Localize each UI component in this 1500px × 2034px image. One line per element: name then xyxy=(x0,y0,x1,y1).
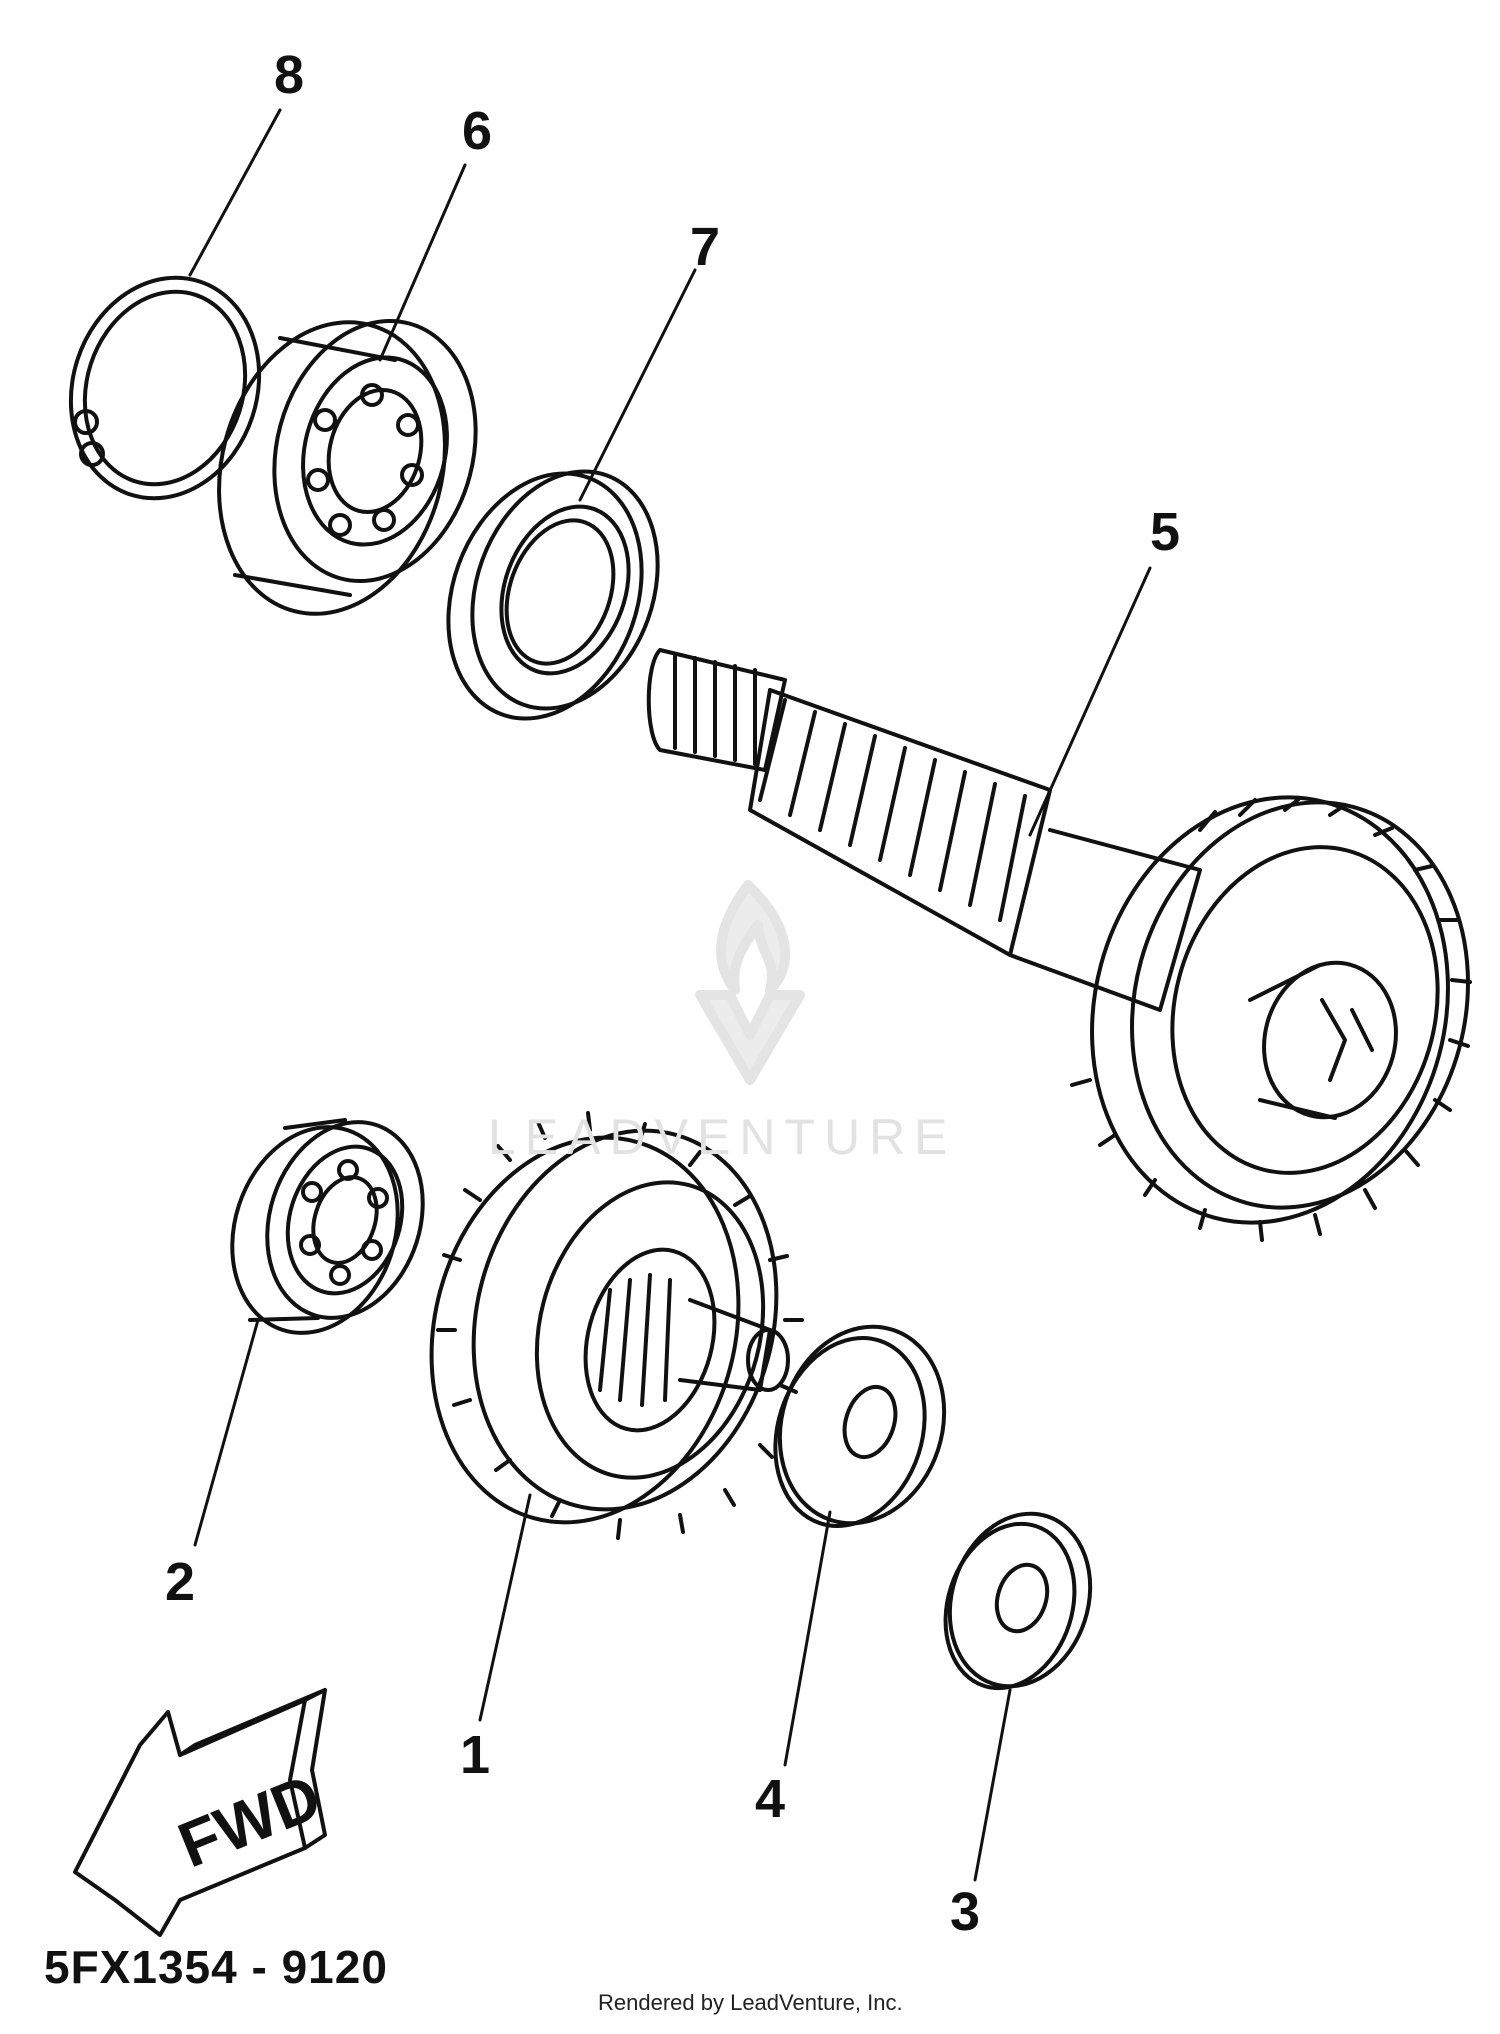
callout-part-3: 3 xyxy=(950,1882,981,1942)
callout-part-8: 8 xyxy=(274,45,305,105)
gear-shaft-part-5 xyxy=(646,648,1472,1242)
washer-part-4 xyxy=(773,1324,947,1528)
watermark-text: LEADVENTURE xyxy=(488,1109,957,1165)
callout-part-6: 6 xyxy=(462,101,493,161)
gear-part-1 xyxy=(429,1111,804,1540)
bearing-part-2 xyxy=(230,1118,425,1335)
callout-part-5: 5 xyxy=(1150,502,1181,562)
oil-seal-part-7 xyxy=(446,469,660,721)
callout-part-2: 2 xyxy=(165,1552,196,1612)
circlip-part-8 xyxy=(68,275,262,501)
callout-part-1: 1 xyxy=(460,1725,491,1785)
render-credit: Rendered by LeadVenture, Inc. xyxy=(598,1990,903,2015)
callout-part-7: 7 xyxy=(690,217,721,277)
leader-lines xyxy=(188,108,1152,1882)
callout-part-4: 4 xyxy=(755,1769,786,1829)
diagram-code: 5FX1354 - 9120 xyxy=(44,1941,388,1993)
watermark-logo-icon xyxy=(695,880,805,1085)
forward-arrow-label: FWD xyxy=(169,1760,331,1881)
bearing-part-6 xyxy=(217,318,478,616)
washer-part-3 xyxy=(943,1511,1093,1691)
forward-direction-arrow-icon xyxy=(73,1688,327,1937)
